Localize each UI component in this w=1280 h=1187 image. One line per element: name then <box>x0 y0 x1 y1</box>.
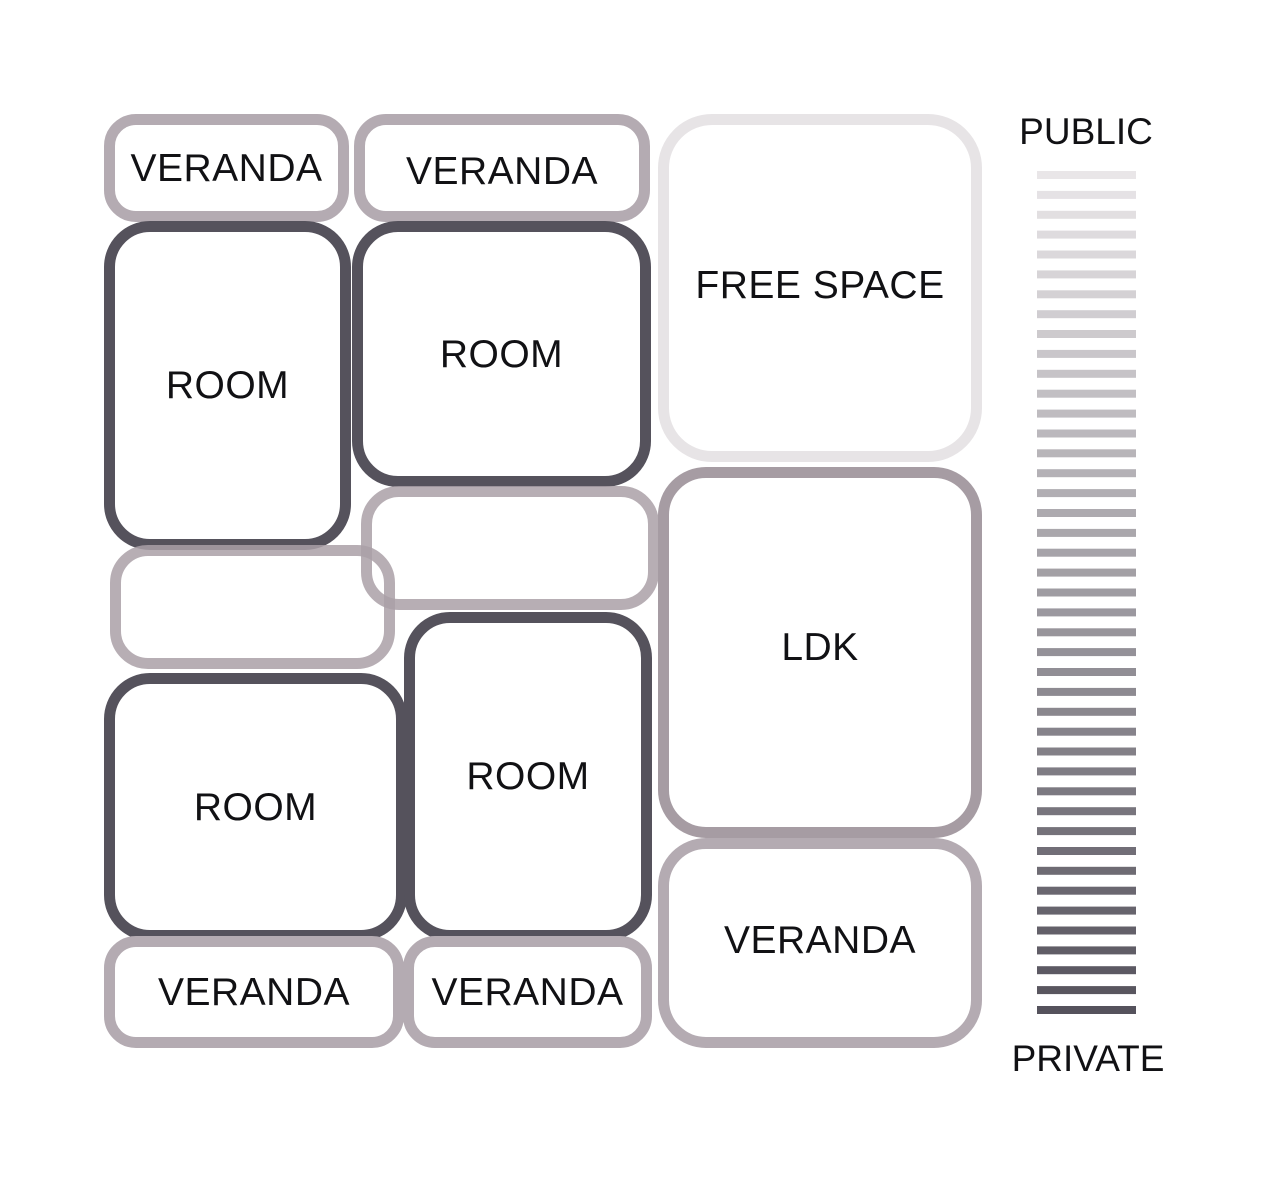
scale-bar <box>1037 807 1136 816</box>
scale-bar <box>1037 946 1136 955</box>
scale-bar <box>1037 767 1136 776</box>
scale-bar <box>1037 330 1136 338</box>
scale-bar <box>1037 171 1136 179</box>
scale-bar <box>1037 827 1136 836</box>
veranda-bottom-left: VERANDA <box>104 936 404 1048</box>
scale-bar <box>1037 509 1136 517</box>
scale-bar <box>1037 628 1136 637</box>
scale-bar <box>1037 926 1136 935</box>
scale-bar <box>1037 1006 1136 1014</box>
room-lower-mid: ROOM <box>404 612 652 941</box>
veranda-bottom-mid: VERANDA <box>403 936 652 1048</box>
scale-bar <box>1037 588 1136 597</box>
scale-bar <box>1037 528 1136 537</box>
room-lower-left: ROOM <box>104 673 407 941</box>
scale-bar <box>1037 608 1136 617</box>
scale-bar <box>1037 707 1136 716</box>
scale-bar <box>1037 190 1136 199</box>
scale-bar <box>1037 270 1136 279</box>
scale-bar <box>1037 290 1136 299</box>
veranda-right-label: VERANDA <box>723 918 917 962</box>
scale-bar <box>1037 668 1136 676</box>
scale-bar <box>1037 687 1136 696</box>
scale-bar <box>1037 886 1136 895</box>
scale-bar <box>1037 389 1136 398</box>
scale-bar <box>1037 747 1136 756</box>
scale-bar <box>1037 469 1136 478</box>
room-upper-left-label: ROOM <box>165 364 290 407</box>
scale-bar <box>1037 250 1136 259</box>
scale-private-label: PRIVATE <box>1011 1038 1165 1079</box>
veranda-top-left: VERANDA <box>104 114 349 222</box>
free-space: FREE SPACE <box>658 114 982 462</box>
scale-bar <box>1037 906 1136 915</box>
room-upper-mid-label: ROOM <box>439 332 564 376</box>
scale-bar <box>1037 847 1136 855</box>
veranda-top-mid-label: VERANDA <box>405 149 599 193</box>
scale-bar <box>1037 349 1136 358</box>
scale-bar <box>1037 568 1136 577</box>
scale-bar <box>1037 310 1136 319</box>
scale-bar <box>1037 648 1136 657</box>
ldk-label: LDK <box>781 626 859 669</box>
room-upper-left: ROOM <box>104 221 351 550</box>
scale-bar <box>1037 409 1136 418</box>
scale-bar <box>1037 727 1136 736</box>
scale-bar <box>1037 866 1136 875</box>
room-lower-left-label: ROOM <box>193 785 318 829</box>
scale-bar <box>1037 449 1136 458</box>
scale-bar <box>1037 369 1136 378</box>
scale-bar <box>1037 489 1136 498</box>
veranda-top-mid: VERANDA <box>354 114 650 222</box>
scale-public-label: PUBLIC <box>1019 111 1153 152</box>
room-lower-mid-label: ROOM <box>466 755 590 798</box>
scale-bar <box>1037 548 1136 557</box>
free-space-label: FREE SPACE <box>695 263 945 307</box>
ldk: LDK <box>658 467 982 838</box>
scale-bar <box>1037 787 1136 796</box>
veranda-bottom-left-label: VERANDA <box>157 970 351 1014</box>
scale-bar <box>1037 230 1136 239</box>
veranda-right: VERANDA <box>658 838 982 1048</box>
scale-bar <box>1037 966 1136 975</box>
corridor-left <box>110 545 395 669</box>
scale-bar <box>1037 986 1136 995</box>
room-upper-mid: ROOM <box>352 221 651 487</box>
scale-bar <box>1037 429 1136 438</box>
veranda-bottom-mid-label: VERANDA <box>431 970 624 1014</box>
scale-bar <box>1037 210 1136 219</box>
veranda-top-left-label: VERANDA <box>130 146 323 190</box>
